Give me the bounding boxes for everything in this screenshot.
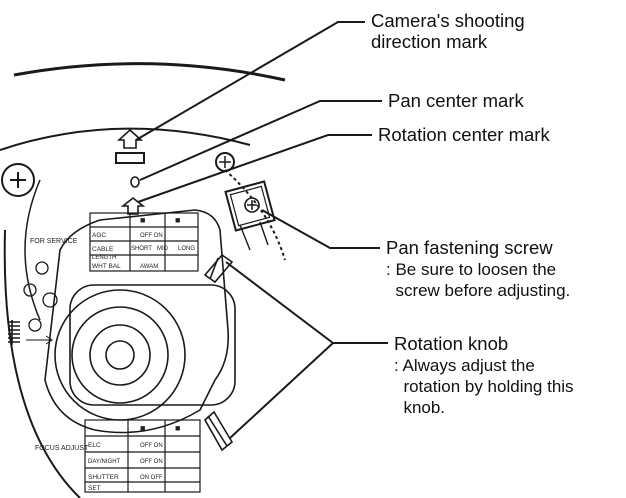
base-ring: [3, 229, 81, 498]
callout-shooting-mark-line2: direction mark: [371, 31, 488, 52]
callout-pan-screw-note2: screw before adjusting.: [386, 281, 571, 300]
bottom-panel-cell: OFF ON: [140, 443, 163, 449]
leader-pan-screw: [261, 209, 380, 249]
callout-pan-screw: Pan fastening screw: [386, 237, 553, 258]
board-hole: [28, 318, 42, 332]
bottom-panel-row-header: SET: [88, 485, 101, 492]
lens-inner-ring: [89, 324, 151, 386]
bottom-panel-cell: OFF ON: [140, 459, 163, 465]
callout-pan-screw-note1: : Be sure to loosen the: [386, 260, 557, 279]
top-panel-col-header-1: ■: [140, 215, 145, 225]
top-panel-row-header: CABLE: [92, 246, 114, 253]
top-panel-cell: MID: [157, 246, 169, 252]
top-panel-col-header-2: ■: [175, 215, 180, 225]
lens-center: [105, 340, 135, 370]
camera-board-outline: [44, 209, 230, 434]
bottom-switch-panel: [84, 419, 201, 493]
bottom-panel-col-header-1: ■: [140, 423, 145, 433]
callout-rotation-center: Rotation center mark: [378, 124, 550, 145]
callout-pan-center: Pan center mark: [388, 90, 524, 111]
leader-pan-center: [139, 100, 382, 181]
shooting-direction-mark: [115, 152, 145, 164]
left-screw-icon: [1, 163, 35, 197]
bottom-panel-row-header: DAY/NIGHT: [88, 459, 121, 465]
leader-rotation-knob: [225, 261, 388, 439]
for-service-label: FOR SERVICE: [30, 238, 78, 245]
top-panel-row-header: AGC: [92, 232, 106, 239]
bottom-panel-row-header: SHUTTER: [88, 474, 119, 481]
top-panel-cell: SHORT: [131, 246, 152, 252]
dome-rim-arc: [0, 127, 251, 151]
pan-center-mark: [130, 176, 140, 188]
lens-housing: [69, 284, 236, 406]
focus-adjust-label: FOCUS ADJUST: [35, 445, 89, 452]
leader-shooting-mark: [135, 21, 365, 141]
callout-rotation-knob-note2: rotation by holding this: [394, 377, 574, 396]
bottom-panel-cell: ON OFF: [140, 475, 163, 481]
base-ring-inner: [24, 179, 41, 321]
shooting-direction-arrow-icon: [116, 128, 144, 149]
board-hole: [23, 283, 37, 297]
pan-fastening-screw: [224, 180, 276, 251]
bottom-panel-row-header: ELC: [88, 442, 101, 449]
focus-scale: [8, 320, 20, 345]
lens-outer-ring: [54, 289, 186, 421]
leader-rotation-center: [137, 134, 372, 203]
rotation-knob-top: [203, 253, 234, 284]
callout-rotation-knob-note3: knob.: [394, 398, 446, 417]
callout-shooting-mark-line1: Camera's shooting: [371, 10, 525, 31]
callout-rotation-knob-note1: : Always adjust the: [394, 356, 535, 375]
top-panel-cell: AWAM: [140, 264, 158, 270]
top-panel-cell: LONG: [178, 246, 195, 252]
board-hole: [35, 261, 49, 275]
top-panel-row-header: LENGTH: [92, 255, 116, 261]
dome-rim-arc-right: [224, 169, 286, 261]
top-switch-panel: [89, 212, 199, 272]
lens-mid-ring: [71, 306, 169, 404]
top-panel-cell: OFF ON: [140, 233, 163, 239]
bottom-panel-col-header-2: ■: [175, 423, 180, 433]
top-panel-row-header: WHT BAL: [92, 263, 121, 270]
board-hole: [42, 292, 58, 308]
rotation-knob-bottom: [203, 410, 234, 452]
callout-rotation-knob: Rotation knob: [394, 333, 509, 354]
